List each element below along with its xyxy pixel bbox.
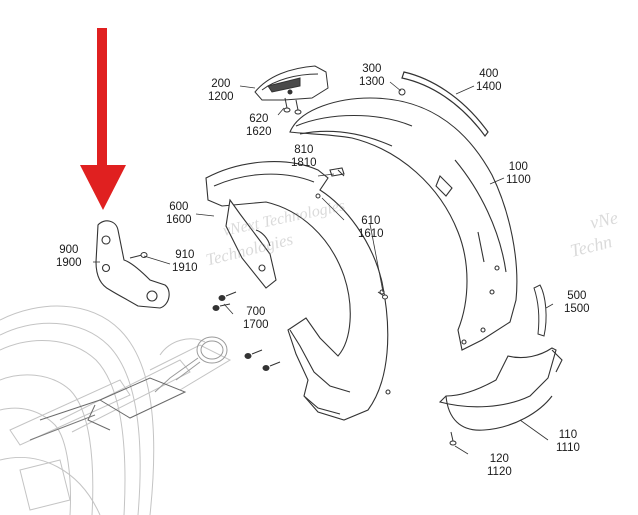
background-vehicle-outline <box>0 305 232 515</box>
part-810-clip <box>337 169 345 177</box>
part-610-top-screw <box>315 193 321 199</box>
part-110-mudflap <box>438 347 563 431</box>
callout-code: 1810 <box>291 157 317 169</box>
part-600-inner-fender <box>205 161 391 421</box>
callout-code: 1400 <box>476 81 502 93</box>
callout-610: 610 1610 <box>358 215 384 241</box>
callout-600: 600 1600 <box>166 201 192 227</box>
part-700-screws <box>212 291 281 371</box>
callout-code: 1100 <box>506 174 531 186</box>
callout-code: 300 <box>362 63 382 75</box>
callout-200: 200 1200 <box>208 78 234 104</box>
part-910-screw <box>129 252 148 259</box>
background-mirror <box>29 336 228 441</box>
callout-code: 700 <box>246 306 266 318</box>
callout-code: 1620 <box>246 126 272 138</box>
callout-code: 610 <box>361 215 381 227</box>
callout-code: 1300 <box>359 76 385 88</box>
part-620-screws <box>283 97 302 115</box>
callout-code: 1600 <box>166 214 192 226</box>
callout-code: 620 <box>249 113 269 125</box>
callout-code: 500 <box>567 290 587 302</box>
callout-code: 1900 <box>56 257 82 269</box>
callout-code: 1500 <box>564 303 590 315</box>
callout-300: 300 1300 <box>359 63 385 89</box>
callout-code: 1110 <box>556 442 580 454</box>
part-100-fender <box>289 97 518 351</box>
callout-code: 900 <box>59 244 79 256</box>
callout-120: 120 1120 <box>487 453 512 479</box>
callout-810: 810 1810 <box>291 144 317 170</box>
callout-500: 500 1500 <box>564 290 590 316</box>
callout-code: 400 <box>479 68 499 80</box>
red-down-arrow-icon <box>80 28 126 210</box>
callout-100: 100 1100 <box>506 161 531 187</box>
callout-900: 900 1900 <box>56 244 82 270</box>
callout-700: 700 1700 <box>243 306 269 332</box>
part-400-strip <box>401 71 489 138</box>
callout-910: 910 1910 <box>172 249 198 275</box>
callout-code: 1200 <box>208 91 234 103</box>
callout-code: 200 <box>211 78 231 90</box>
callout-code: 1910 <box>172 262 198 274</box>
part-120-fastener <box>449 431 457 446</box>
callout-code: 810 <box>294 144 314 156</box>
part-900-bracket <box>95 220 170 309</box>
part-500-strip <box>533 284 547 337</box>
callout-code: 1610 <box>358 228 384 240</box>
callout-code: 1120 <box>487 466 512 478</box>
callout-code: 100 <box>508 161 528 173</box>
callout-code: 120 <box>489 453 509 465</box>
part-610-screw <box>377 291 388 300</box>
leader-lines <box>93 81 554 455</box>
callout-110: 110 1110 <box>556 429 580 455</box>
callout-620: 620 1620 <box>246 113 272 139</box>
callout-code: 910 <box>175 249 195 261</box>
callout-code: 600 <box>169 201 189 213</box>
part-200-cap <box>254 65 329 101</box>
callout-code: 110 <box>558 429 578 441</box>
callout-400: 400 1400 <box>476 68 502 94</box>
callout-code: 1700 <box>243 319 269 331</box>
